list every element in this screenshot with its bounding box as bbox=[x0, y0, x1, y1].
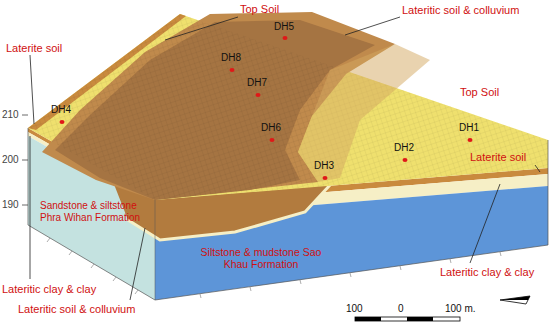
scale-label: 100 m. bbox=[445, 303, 476, 315]
drillhole-label: DH1 bbox=[459, 122, 479, 134]
scale-label: 100 bbox=[346, 303, 363, 315]
drillhole-label: DH4 bbox=[51, 104, 71, 116]
tick bbox=[22, 160, 28, 161]
scale-bar bbox=[355, 317, 460, 321]
top-surface bbox=[28, 14, 548, 200]
drillhole-label: DH3 bbox=[314, 160, 334, 172]
layer-label: Lateritic clay & clay bbox=[440, 266, 534, 279]
axis-ticks bbox=[47, 238, 501, 298]
block-edge bbox=[155, 200, 156, 300]
formation-label: Siltstone & mudstone Sao Khau Formation bbox=[200, 246, 322, 270]
drillhole-label: DH6 bbox=[261, 122, 281, 134]
layer-label: Laterite soil bbox=[470, 151, 526, 164]
north-arrow bbox=[500, 296, 530, 304]
elevation-label: 190 bbox=[2, 199, 19, 211]
formation-label: Sandstone & siltstone Phra Wihan Formati… bbox=[40, 200, 152, 223]
layer-label: Lateritic clay & clay bbox=[2, 283, 96, 296]
elevation-label: 210 bbox=[2, 109, 19, 121]
layer-label: Lateritic soil & colluvium bbox=[402, 4, 519, 17]
drillhole-label: DH7 bbox=[247, 77, 267, 89]
drillhole-label: DH2 bbox=[394, 142, 414, 154]
surface-mesh bbox=[28, 14, 548, 200]
tick bbox=[22, 205, 28, 206]
layer-label: Lateritic soil & colluvium bbox=[18, 303, 135, 316]
elevation-label: 200 bbox=[2, 154, 19, 166]
tick bbox=[22, 115, 28, 116]
block-outline bbox=[28, 128, 548, 300]
drill-hole bbox=[60, 36, 473, 180]
layer-label: Top Soil bbox=[460, 86, 499, 99]
scale-label: 0 bbox=[398, 303, 404, 315]
layer-label: Top Soil bbox=[240, 3, 279, 16]
leader-line bbox=[30, 17, 540, 300]
drillhole-label: DH8 bbox=[221, 52, 241, 64]
layer-label: Laterite soil bbox=[6, 42, 62, 55]
laterite-patch bbox=[298, 44, 430, 182]
drillhole-label: DH5 bbox=[274, 21, 294, 33]
